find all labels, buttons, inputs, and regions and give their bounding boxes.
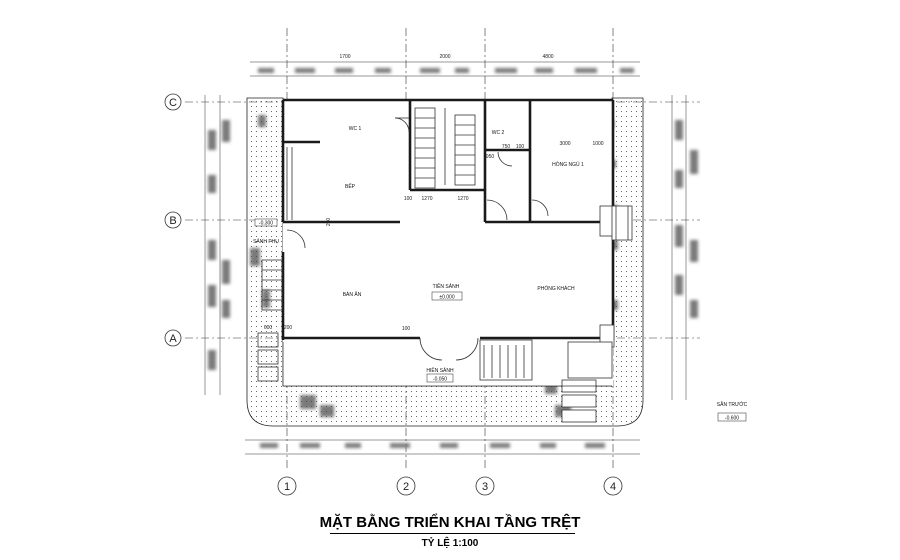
axis-label-4: 4: [610, 481, 616, 493]
dim-1270-a: 1270: [421, 196, 432, 202]
drawing-scale: TỶ LỆ 1:100: [421, 538, 479, 549]
exterior-yard: [246, 97, 644, 427]
dim-600: 600: [264, 325, 273, 331]
room-label-ban-an: BÀN ĂN: [343, 291, 362, 298]
dim-200: 200: [284, 325, 293, 331]
dim-4800: 4800: [542, 54, 553, 60]
dim-2000: 2000: [439, 54, 450, 60]
axis-bubble-b: [164, 211, 182, 229]
dim-100-b: 100: [404, 196, 413, 202]
walls: [281, 98, 615, 340]
dimension-labels: 750 100 950 3000 1000 1270 1270 100 250 …: [264, 54, 604, 332]
dim-250: 250: [326, 218, 332, 227]
room-label-phong-ngu: HÒNG NGỦ 1: [552, 161, 584, 168]
room-label-sanh-phu: SẢNH PHỤ: [253, 238, 279, 245]
room-label-phong-khach: PHÒNG KHÁCH: [537, 285, 575, 292]
dim-750: 750: [502, 144, 511, 150]
axis-bubble-1: [277, 476, 297, 496]
dim-100-c: 100: [402, 326, 411, 332]
axis-label-1: 1: [284, 481, 290, 493]
level-sanh-phu: -0.300: [259, 221, 273, 227]
level-tien-sanh: ±0.000: [439, 295, 454, 301]
axis-bubble-2: [396, 476, 416, 496]
dim-100: 100: [516, 144, 525, 150]
dimension-chains: [204, 61, 687, 455]
axis-label-a: A: [169, 333, 177, 345]
axis-label-2: 2: [403, 481, 409, 493]
axis-bubble-3: [475, 476, 495, 496]
axis-label-c: C: [169, 97, 177, 109]
dim-1000: 1000: [592, 141, 603, 147]
axis-label-3: 3: [482, 481, 488, 493]
level-san-truoc: -0.600: [725, 416, 739, 422]
dim-3000: 3000: [559, 141, 570, 147]
axis-bubble-a: [164, 329, 182, 347]
room-label-tien-sanh: TIỀN SẢNH: [433, 283, 460, 290]
label-san-truoc: SÂN TRƯỚC: [717, 401, 748, 408]
axis-label-b: B: [169, 215, 176, 227]
title-underline: [330, 533, 575, 535]
room-label-bep: BẾP: [345, 183, 356, 190]
col-axis-bubbles: 1 2 3 4: [277, 476, 623, 496]
drawing-title: MẶT BẰNG TRIỂN KHAI TẦNG TRỆT: [319, 514, 581, 531]
row-axis-bubbles: C B A: [164, 93, 182, 347]
dim-950: 950: [486, 154, 495, 160]
level-tags: ±0.000 -0.600 -0.050 -0.300: [254, 218, 747, 422]
axis-bubble-c: [164, 93, 182, 111]
axis-bubble-4: [603, 476, 623, 496]
level-hien-sanh: -0.050: [433, 377, 447, 383]
room-labels: WC 1 WC 2 BẾP HÒNG NGỦ 1 SẢNH PHỤ BÀN ĂN…: [253, 126, 748, 408]
room-label-wc1: WC 1: [349, 126, 362, 132]
room-label-wc2: WC 2: [492, 130, 505, 136]
dim-1270-b: 1270: [457, 196, 468, 202]
interior-details: [257, 107, 633, 423]
dim-1700: 1700: [339, 54, 350, 60]
room-label-hien-sanh: HIÊN SẢNH: [426, 366, 454, 374]
